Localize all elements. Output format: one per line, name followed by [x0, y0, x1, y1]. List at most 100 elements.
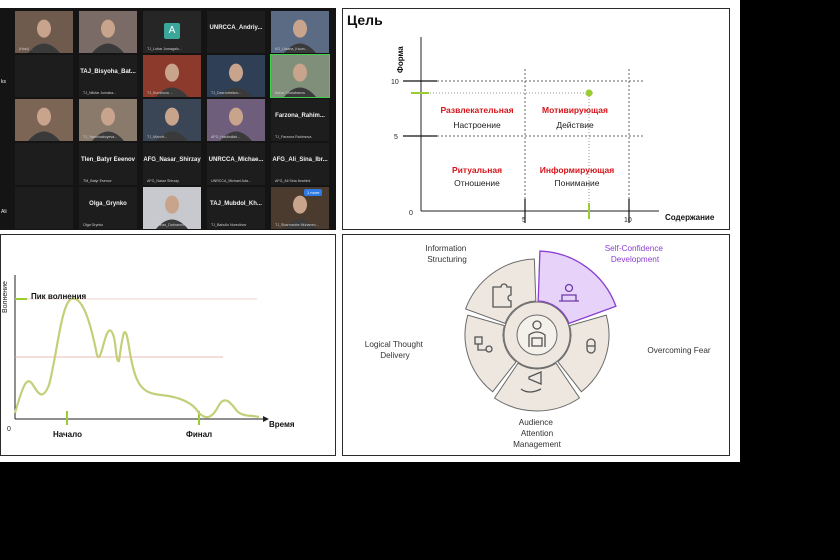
overflow-badge[interactable]: 1 more [304, 189, 323, 196]
x-tick-10: 10 [624, 217, 632, 224]
participant-label: AFG_Ali Sina Ibrahimi [275, 179, 311, 183]
participant-tile[interactable]: UNRCCA_Michae... UNRCCA_Michael Ada... [207, 143, 265, 185]
wheel-center-disc [516, 314, 558, 356]
participant-tile[interactable] [79, 11, 137, 53]
goal-matrix: Цель Форма Содержание 0 5 10 10 [347, 12, 715, 224]
participant-label: UNRCCA_Michael Ada... [211, 179, 251, 183]
wheel-segment [493, 362, 581, 412]
participant-label: AFG_Hasibullah... [211, 135, 241, 139]
excitement-curve-slide: Волнение Пик волнения 0 Начало Финал Вре… [0, 234, 336, 456]
quadrant-ritual-subtitle: Отношение [454, 178, 500, 188]
avatar: A [164, 23, 180, 39]
participant-label: TJ_Farzona Rahimova [275, 135, 312, 139]
origin-label: 0 [409, 210, 413, 217]
wheel-segment [464, 258, 537, 325]
puzzle-icon [492, 283, 512, 308]
bandage-icon [586, 338, 596, 354]
participant-tile[interactable]: TAJ_Bisyoha_Bat... TJ_Nilufar Jumaba... [79, 55, 137, 97]
participant-tile[interactable] [15, 99, 73, 141]
participant-video [284, 195, 316, 229]
excitement-line [13, 297, 260, 419]
participant-label: TJ_Yasminaboyeva... [83, 135, 118, 139]
excitement-curve: Волнение Пик волнения 0 Начало Финал Вре… [2, 275, 295, 439]
participant-label: KG_Ulsana_Kaum... [275, 47, 308, 51]
participant-video [28, 107, 60, 141]
quadrant-informing-subtitle: Понимание [554, 178, 599, 188]
participant-tile[interactable]: KAZ_Olinas_Dabrannov... [143, 187, 201, 229]
start-label: Начало [53, 430, 82, 439]
participant-label: (Host) ... [19, 47, 33, 51]
participant-label: TJ_Kumikova ... [147, 91, 173, 95]
flow-diagram-icon [474, 336, 493, 353]
participant-video [156, 63, 188, 97]
participant-tile[interactable] [15, 187, 73, 229]
wheel-segment [464, 314, 517, 393]
skills-wheel-slide: Information Structuring Self-Confidence … [342, 234, 730, 456]
x-axis-arrow [263, 416, 269, 422]
quadrant-motivating-title: Мотивирующая [542, 105, 608, 115]
participant-tile[interactable]: Farzona_Rahim... TJ_Farzona Rahimova [271, 99, 329, 141]
participant-label: TM_Batyr Esenov [83, 179, 112, 183]
participant-name: Tlen_Batyr Eeenov [80, 157, 136, 163]
participant-name: AFG_Nasar_Shirzay [143, 157, 201, 163]
megaphone-hand-icon [520, 371, 542, 393]
participant-tile[interactable]: AFG_Hasibullah... [207, 99, 265, 141]
participant-label: KAZ_Olinas_Dabrannov... [147, 223, 189, 227]
participant-name: UNRCCA_Michae... [208, 157, 264, 163]
x-tick-5: 5 [522, 217, 526, 224]
participant-tile[interactable]: TJ_Yasminaboyeva... [79, 99, 137, 141]
participant-tile[interactable]: UNRCCA_Andriy... [207, 11, 265, 53]
label-self-confidence: Self-Confidence Development [605, 244, 666, 264]
end-label: Финал [186, 430, 212, 439]
participant-tile[interactable]: KG_Ulsana_Kaum... [271, 11, 329, 53]
participant-tile[interactable]: TJ_Kumikova ... [143, 55, 201, 97]
partial-name-left-2: Ali [1, 209, 7, 215]
participant-tile[interactable]: TJ_Davronbekov... [207, 55, 265, 97]
presenter-icon [528, 320, 546, 347]
participant-video [28, 19, 60, 53]
participant-name: AFG_Ali_Sina_Ibr... [272, 157, 328, 163]
quadrant-informing-title: Информирующая [540, 165, 614, 175]
participant-video [156, 107, 188, 141]
participant-video [220, 63, 252, 97]
wheel-segment [557, 314, 610, 393]
participant-video [284, 63, 316, 97]
quadrant-entertaining-title: Развлекательная [440, 105, 513, 115]
participant-name: Farzona_Rahim... [275, 113, 325, 119]
participant-tile[interactable]: (Host) ... [15, 11, 73, 53]
participant-video [156, 195, 188, 229]
quadrant-ritual-title: Ритуальная [452, 165, 502, 175]
participant-video [284, 19, 316, 53]
participant-label: TJ_Davronbekov... [211, 91, 241, 95]
skills-wheel: Information Structuring Self-Confidence … [365, 244, 711, 449]
position-marker [585, 89, 593, 97]
label-logical-thought: Logical Thought Delivery [365, 340, 425, 360]
participant-tile[interactable]: Bahar Chalabaeva [270, 54, 330, 98]
goal-title: Цель [347, 12, 383, 28]
participant-label: TJ_Bahullo Nuredinov [211, 223, 247, 227]
participant-label: TJ_Nilufar Jumaba... [83, 91, 117, 95]
participant-name: Olga_Grynko [89, 201, 127, 207]
participant-video [92, 19, 124, 53]
x-axis-label: Содержание [665, 213, 715, 222]
y-axis-label: Форма [396, 46, 405, 73]
participant-label: AFG_Nasar Shirzay [147, 179, 179, 183]
participant-tile[interactable]: AFG_Ali_Sina_Ibr... AFG_Ali Sina Ibrahimi [271, 143, 329, 185]
participant-tile[interactable] [15, 143, 73, 185]
curve-origin-label: 0 [7, 426, 11, 433]
participant-label: Olga Grynko [83, 223, 104, 227]
participant-tile[interactable] [15, 55, 73, 97]
participant-label: TJ_Sharmanbe Muhamm... [275, 223, 319, 227]
y-tick-5: 5 [394, 134, 398, 141]
wheel-segment [537, 250, 617, 325]
participant-tile[interactable]: TJ_MirzoH... [143, 99, 201, 141]
participant-name: TAJ_Bisyoha_Bat... [80, 69, 136, 75]
participant-video [92, 107, 124, 141]
participant-tile[interactable]: TAJ_Mubdol_Kh...TJ_Bahullo Nuredinov [207, 187, 265, 229]
peak-label: Пик волнения [31, 292, 87, 301]
